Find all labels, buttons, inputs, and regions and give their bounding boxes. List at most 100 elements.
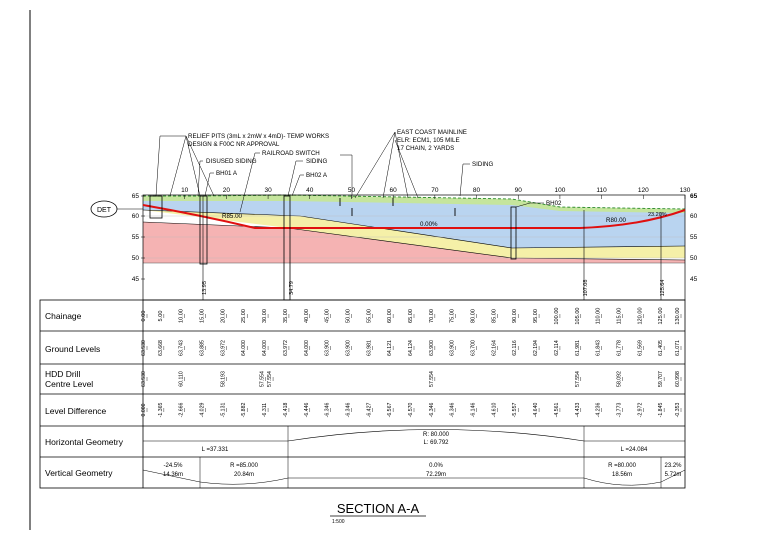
level-difference-cell: -5.131 <box>220 403 226 418</box>
hdd-level-cell: 58.092 <box>616 371 622 387</box>
annotations: RELIEF PITS (3mL x 2mW x 4mD)- TEMP WORK… <box>155 129 667 228</box>
horizontal-geometry: L =37.331 R: 80.000 L: 69.792 L =24.084 <box>143 426 685 457</box>
hdd-level-cell: 60.110 <box>179 371 185 387</box>
row-label-vgeom: Vertical Geometry <box>45 468 113 478</box>
profile-label-r85: R85.00 <box>222 213 243 220</box>
vgeom-s4b: 18.56m <box>612 472 632 478</box>
ground-level-cell: 64.121 <box>387 340 393 356</box>
row-label-hgeom: Horizontal Geometry <box>45 437 124 447</box>
hdd-level-cell: 58.193 <box>220 371 226 387</box>
ground-level-cell: 63.900 <box>345 340 351 356</box>
detail-callout-label: DET <box>97 207 112 214</box>
ground-level-cell: 61.778 <box>616 340 622 356</box>
hdd-level-cell: 57.554 <box>267 371 273 387</box>
ground-level-cell: 63.900 <box>325 340 331 356</box>
hgeom-arc2: L: 69.792 <box>423 440 449 446</box>
hdd-level-cell: 59.707 <box>658 371 664 387</box>
stratum-sand <box>143 210 685 258</box>
chainage-cell: 110.00 <box>596 308 602 325</box>
chainage-cell: 70.00 <box>429 309 435 323</box>
section-scale: 1:500 <box>332 519 345 525</box>
stratum-clay <box>143 222 685 263</box>
chainage-tick-label: 40 <box>306 187 314 194</box>
chainage-cell: 0.00 <box>141 311 147 322</box>
chainage-marker: 107.08 <box>583 280 589 297</box>
hdd-level-cell: 60.998 <box>675 371 681 387</box>
annotation-bh02: BH02 <box>546 200 562 207</box>
ground-level-cell: 63.981 <box>366 340 372 356</box>
hgeom-seg2: L =24.084 <box>621 447 648 453</box>
level-difference-cell: -6.346 <box>450 403 456 418</box>
chainage-tick-label: 50 <box>348 187 356 194</box>
chainage-cell: 15.00 <box>200 309 206 323</box>
level-difference-cell: -4.610 <box>491 403 497 418</box>
chainage-cell: 10.00 <box>179 309 185 323</box>
row-label-hdd-1: HDD Drill <box>45 369 81 379</box>
hdd-level-cell: 57.554 <box>260 371 266 387</box>
chainage-cell: 120.00 <box>637 307 643 324</box>
ground-level-cell: 61.569 <box>637 340 643 356</box>
level-difference-cell: -4.433 <box>575 403 581 418</box>
annotation-siding: SIDING <box>306 158 328 165</box>
data-table: Chainage Ground Levels HDD Drill Centre … <box>39 299 686 489</box>
hgeom-arc1: R: 80.000 <box>423 432 450 438</box>
ground-level-cell: 61.071 <box>675 340 681 356</box>
stratum-gravel <box>143 200 685 248</box>
hdd-level-cell: 63.530 <box>141 371 147 387</box>
level-difference-cell: -1.845 <box>658 403 664 418</box>
elevation-grid <box>143 215 685 259</box>
chainage-tick-label: 80 <box>473 187 481 194</box>
ground-level-cell: 61.981 <box>575 340 581 356</box>
section-title: SECTION A-A <box>337 501 420 516</box>
ground-level-cell: 63.530 <box>141 340 147 356</box>
row-label-chainage: Chainage <box>45 311 82 321</box>
ground-level-cell: 63.972 <box>283 340 289 356</box>
stratum-made-ground <box>143 195 685 213</box>
level-difference-cell: 0.000 <box>141 403 147 416</box>
chainage-tick-label: 10 <box>181 187 189 194</box>
chainage-tick-label: 70 <box>431 187 439 194</box>
chainage-cell: 35.00 <box>283 309 289 323</box>
chainage-tick-label: 90 <box>515 187 523 194</box>
chainage-tick-label: 20 <box>223 187 231 194</box>
ground-level-cell: 62.114 <box>554 340 560 356</box>
annotation-design-approval: DESIGN & F00C NR APPROVAL <box>188 141 280 148</box>
annotation-relief-pits: RELIEF PITS (3mL x 2mW x 4mD)- TEMP WORK… <box>188 133 329 140</box>
chainage-cell: 90.00 <box>512 309 518 323</box>
chainage-cell: 125.00 <box>658 307 664 324</box>
chainage-tick-label: 60 <box>390 187 398 194</box>
chainage-cell: 105.00 <box>575 307 581 324</box>
row-label-ground: Ground Levels <box>45 344 100 354</box>
vgeom-s3a: 0.0% <box>429 463 443 469</box>
chainage-cell: 75.00 <box>450 309 456 323</box>
level-difference-cell: -6.346 <box>429 403 435 418</box>
elevation-label-right: 55 <box>690 234 698 241</box>
chainage-cell: 65.00 <box>408 309 414 323</box>
table-row-dividers <box>40 330 685 458</box>
vgeom-s5a: 23.2% <box>664 463 682 469</box>
chainage-cell: 55.00 <box>366 309 372 323</box>
chainage-cell: 30.00 <box>262 309 268 323</box>
chainage-cell: 40.00 <box>304 309 310 323</box>
stratum-boundary <box>142 221 686 261</box>
hdd-bore-line <box>142 204 686 229</box>
annotation-bh01: BH01 A <box>216 170 238 177</box>
level-difference-cell: -1.365 <box>158 403 164 418</box>
annotation-siding-2: SIDING <box>472 161 494 168</box>
vgeom-s5b: 5.72m <box>665 472 682 478</box>
section-profile: DET <box>90 194 686 301</box>
level-difference-cell: -4.236 <box>596 403 602 418</box>
vgeom-s4a: R =80.000 <box>608 463 637 469</box>
chainage-cell: 85.00 <box>491 309 497 323</box>
level-difference-cell: -4.561 <box>554 403 560 418</box>
stratum-boundary <box>142 209 686 249</box>
ground-level-cell: 64.124 <box>408 340 414 356</box>
profile-label-grade: 0.00% <box>420 221 438 228</box>
ground-level-cell: 63.668 <box>158 340 164 356</box>
level-difference-cell: -5.557 <box>512 403 518 418</box>
elevation-label-right: 50 <box>690 255 698 262</box>
chainage-cell: 95.00 <box>533 309 539 323</box>
ground-level-cell: 63.900 <box>450 340 456 356</box>
hgeom-seg1: L =37.331 <box>202 447 229 453</box>
